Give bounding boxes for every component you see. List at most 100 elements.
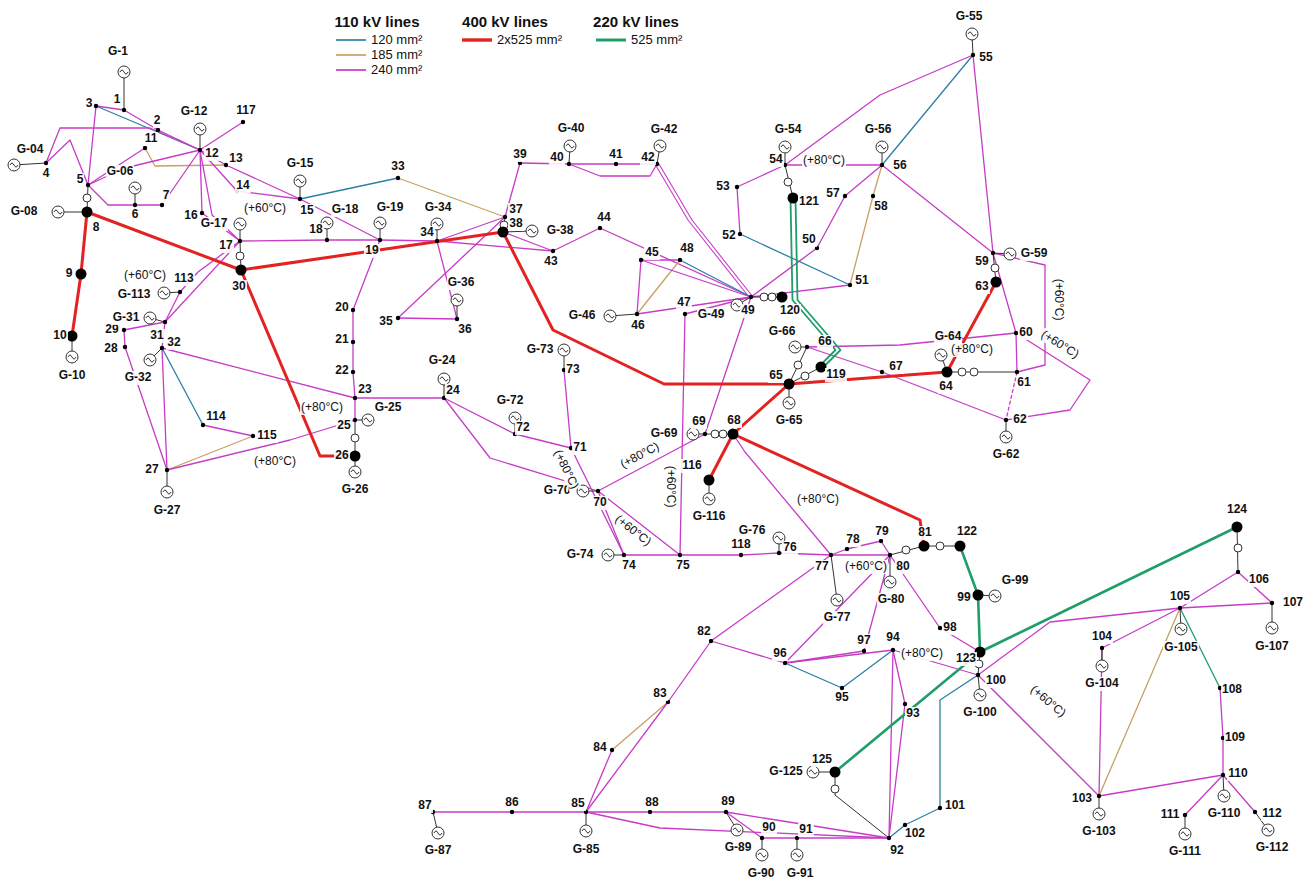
bus-dot	[251, 434, 255, 438]
bus-dot	[843, 194, 847, 198]
temperature-note: (+60°C)	[123, 269, 167, 282]
generator-symbol	[783, 397, 795, 409]
generator-symbol	[1179, 828, 1191, 840]
bus-number: 95	[834, 691, 849, 704]
bus-number: 25	[336, 419, 351, 432]
bus-number: 4	[42, 167, 51, 180]
bus-number: 10	[52, 329, 67, 342]
generator-symbol	[1218, 790, 1230, 802]
bus-number: 105	[1169, 590, 1191, 603]
bus-dot	[133, 203, 137, 207]
bus-dot	[610, 748, 614, 752]
generator-symbol	[604, 310, 616, 322]
bus-dot	[845, 547, 849, 551]
line-400kv	[947, 282, 996, 372]
bus-dot	[351, 308, 355, 312]
temperature-note: (+60°C)	[663, 465, 676, 509]
bus-number: 78	[845, 533, 860, 546]
bus-number: 70	[592, 496, 607, 509]
bus-number: 16	[183, 209, 198, 222]
generator-wave	[886, 580, 894, 584]
generator-wave	[1268, 626, 1276, 630]
bus-number: 79	[874, 525, 889, 538]
bus-number: 54	[768, 153, 783, 166]
bus-number: 19	[364, 244, 379, 257]
bus-number: 116	[681, 459, 702, 472]
bus-number: 37	[508, 203, 523, 216]
legend-heading: 110 kV lines	[333, 14, 420, 31]
generator-symbol	[118, 66, 130, 78]
bus-number: 11	[144, 132, 159, 145]
bus-number: 111	[1160, 808, 1181, 821]
major-bus	[991, 277, 1002, 288]
generator-symbol	[654, 140, 666, 152]
bus-dot	[678, 258, 682, 262]
bus-dot	[938, 806, 942, 810]
line-240	[515, 434, 571, 448]
transformer-link	[835, 772, 889, 838]
generator-symbol	[974, 689, 986, 701]
bus-dot	[871, 194, 875, 198]
bus-dot	[888, 553, 892, 557]
generator-label: G-111	[1168, 845, 1202, 858]
bus-number: 7	[162, 189, 171, 202]
generator-label: G-38	[546, 224, 575, 237]
legend-sample	[336, 69, 366, 71]
temperature-note: (+80°C)	[796, 493, 840, 506]
line-240	[726, 812, 762, 838]
bus-number: 48	[679, 242, 694, 255]
transformer-symbol	[768, 293, 776, 301]
line-240	[882, 372, 1006, 420]
line-240	[352, 310, 353, 342]
line-240	[571, 448, 624, 555]
bus-number: 72	[515, 421, 530, 434]
bus-dot	[1221, 773, 1225, 777]
line-220kv	[835, 652, 980, 772]
line-240	[737, 165, 785, 187]
temperature-note: (+60°C)	[612, 512, 655, 549]
transformer-symbol	[760, 293, 768, 301]
generator-wave	[528, 229, 536, 233]
generator-wave	[582, 829, 590, 833]
generator-label: G-74	[566, 548, 595, 561]
bus-dot	[396, 176, 400, 180]
generator-wave	[689, 432, 697, 436]
line-240	[978, 675, 1099, 796]
bus-number: 35	[378, 315, 393, 328]
transformer-symbol	[711, 430, 719, 438]
bus-dot	[1253, 810, 1257, 814]
line-240	[637, 260, 641, 314]
bus-number: 28	[103, 342, 118, 355]
bus-number: 69	[691, 415, 706, 428]
temperature-note: (+80°C)	[300, 401, 344, 414]
generator-wave	[146, 358, 154, 362]
bus-dot	[724, 810, 728, 814]
bus-number: 5	[76, 173, 85, 186]
bus-dot	[829, 553, 833, 557]
generator-symbol	[234, 218, 246, 230]
line-240	[203, 425, 253, 436]
generator-label: G-69	[650, 427, 679, 440]
line-240	[433, 811, 512, 812]
generator-label: G-42	[650, 123, 679, 136]
temperature-note: (+80°C)	[950, 343, 994, 356]
generator-wave	[560, 348, 568, 352]
line-220kv	[960, 546, 978, 595]
line-120	[740, 234, 850, 285]
generator-wave	[991, 594, 999, 598]
bus-number: 42	[640, 151, 655, 164]
major-bus	[919, 541, 930, 552]
generator-label: G-49	[697, 308, 726, 321]
generator-label: G-89	[724, 841, 753, 854]
line-240	[586, 811, 650, 812]
bus-number: 62	[1012, 413, 1027, 426]
bus-number: 38	[508, 217, 523, 230]
line-240	[167, 420, 355, 470]
line-400kv	[733, 434, 924, 546]
generator-wave	[1220, 794, 1228, 798]
generator-label: G-54	[774, 123, 803, 136]
line-240	[162, 348, 167, 470]
bus-dot	[991, 251, 995, 255]
bus-dot	[596, 489, 600, 493]
line-240	[741, 553, 779, 555]
